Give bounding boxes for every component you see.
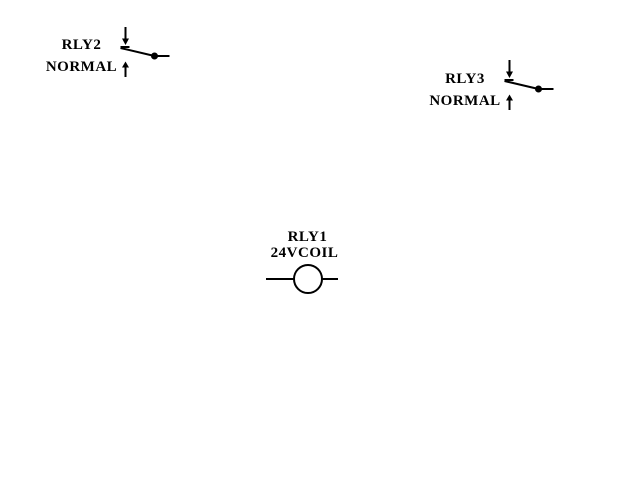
rly2-designator-label[interactable]: RLY2 (61, 37, 102, 53)
coil-circle (293, 264, 323, 294)
relay-contact-icon (503, 59, 555, 111)
rly1-coil-symbol[interactable] (260, 260, 344, 298)
rly2-state-label[interactable]: NORMAL (45, 59, 118, 75)
rly3-contact-symbol[interactable] (500, 58, 556, 112)
rly3-state-label[interactable]: NORMAL (429, 93, 501, 109)
rly3-designator-label[interactable]: RLY3 (445, 71, 485, 87)
relay-contact-icon (119, 26, 171, 78)
rly2-contact-symbol[interactable] (116, 25, 172, 79)
rly1-value-label[interactable]: 24VCOIL (270, 245, 339, 261)
rly1-designator-label[interactable]: RLY1 (287, 229, 328, 245)
